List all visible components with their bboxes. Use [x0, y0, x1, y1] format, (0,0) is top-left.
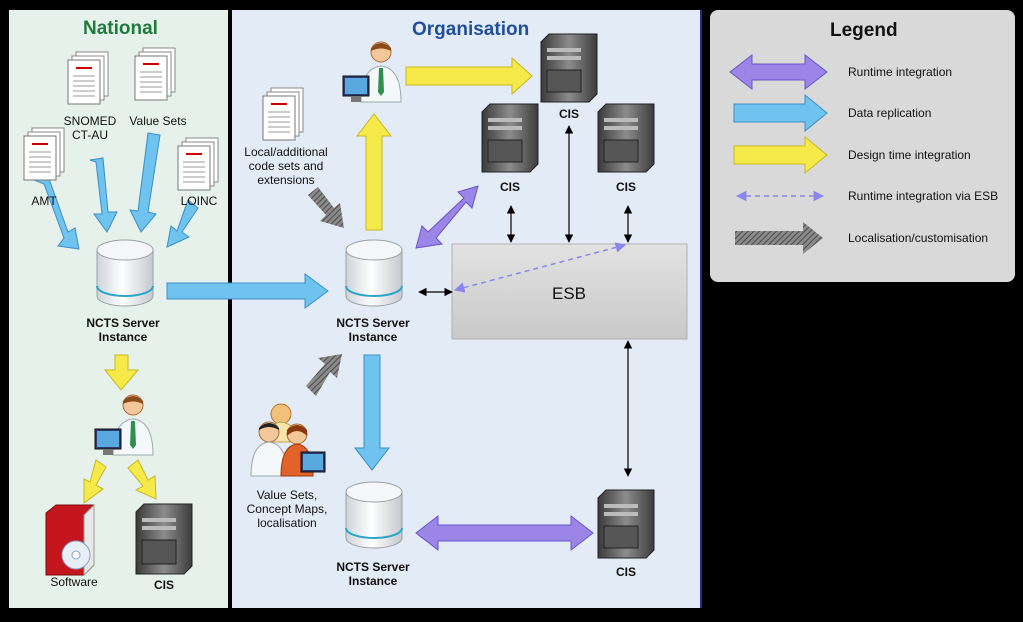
software-box-icon — [45, 503, 95, 577]
database-icon-organisation-2 — [345, 481, 403, 549]
legend-arrow-localisation — [735, 222, 823, 254]
server-icon-cis-top — [540, 33, 598, 103]
replication-arrow-loinc — [166, 199, 199, 248]
doc-label-valuesets: Value Sets — [129, 114, 187, 128]
national-server-label: NCTS Server Instance — [86, 316, 160, 344]
design-arrow-national-down — [103, 354, 140, 391]
esb-dashed-connector — [453, 242, 627, 293]
user-at-computer-icon-organisation — [342, 41, 402, 103]
local-codes-label: Local/additional code sets and extension… — [244, 145, 328, 187]
document-icon-loinc — [177, 137, 219, 191]
database-icon-organisation — [345, 239, 403, 307]
replication-arrow-national-to-org — [166, 273, 329, 309]
organisation-title: Organisation — [412, 19, 530, 40]
localisation-arrow-codes — [308, 187, 344, 228]
replication-arrow-org-down — [353, 354, 391, 471]
legend-label-design: Design time integration — [848, 148, 971, 162]
server-icon-cis-national — [135, 503, 193, 575]
legend-label-replication: Data replication — [848, 106, 932, 120]
document-icon-valuesets — [134, 47, 176, 101]
legend-arrow-runtime — [729, 53, 828, 91]
cis-label-right: CIS — [615, 180, 636, 194]
database-icon-national — [96, 239, 154, 307]
design-arrow-to-cis-top — [405, 56, 533, 96]
software-label: Software — [50, 575, 98, 589]
value-sets-maps-label: Value Sets, Concept Maps, localisation — [246, 488, 328, 530]
national-panel — [9, 10, 228, 608]
legend-label-runtime: Runtime integration — [848, 65, 953, 79]
doc-label-snomed: SNOMED CT-AU — [63, 114, 117, 142]
user-at-computer-icon-national — [94, 394, 154, 456]
design-arrow-to-software — [83, 459, 107, 504]
cis-label-left: CIS — [499, 180, 520, 194]
document-icon-amt — [23, 127, 65, 181]
legend-arrow-design — [733, 135, 828, 175]
document-icon-local-codes — [262, 87, 304, 141]
replication-arrow-amt — [32, 175, 80, 250]
server-icon-cis-left — [481, 103, 539, 173]
server-icon-cis-bottom — [597, 489, 655, 559]
organisation-server-label: NCTS Server Instance — [336, 316, 410, 344]
organisation-server2-label: NCTS Server Instance — [336, 560, 410, 588]
esb-label: ESB — [551, 284, 587, 303]
replication-arrow-valuesets — [129, 132, 161, 233]
national-title: National — [83, 18, 158, 39]
cis-label-national: CIS — [153, 578, 174, 592]
legend-label-localisation: Localisation/customisation — [848, 231, 989, 245]
runtime-arrow-bottom — [415, 514, 594, 552]
document-icon-snomed — [67, 51, 109, 105]
user-group-icon — [250, 403, 326, 477]
replication-arrow-snomed — [89, 157, 118, 233]
localisation-arrow-valuesets — [306, 354, 342, 396]
cis-label-top: CIS — [558, 107, 579, 121]
doc-label-loinc: LOINC — [180, 194, 218, 208]
design-arrow-org-up — [355, 113, 393, 231]
cis-label-bottom: CIS — [615, 565, 636, 579]
legend-arrow-replication — [733, 93, 828, 133]
design-arrow-to-cis — [127, 459, 157, 500]
doc-label-amt: AMT — [31, 194, 57, 208]
runtime-arrow-server-cis — [415, 185, 479, 249]
server-icon-cis-right — [597, 103, 655, 173]
legend-title: Legend — [830, 20, 898, 41]
legend-label-esb: Runtime integration via ESB — [848, 189, 999, 203]
